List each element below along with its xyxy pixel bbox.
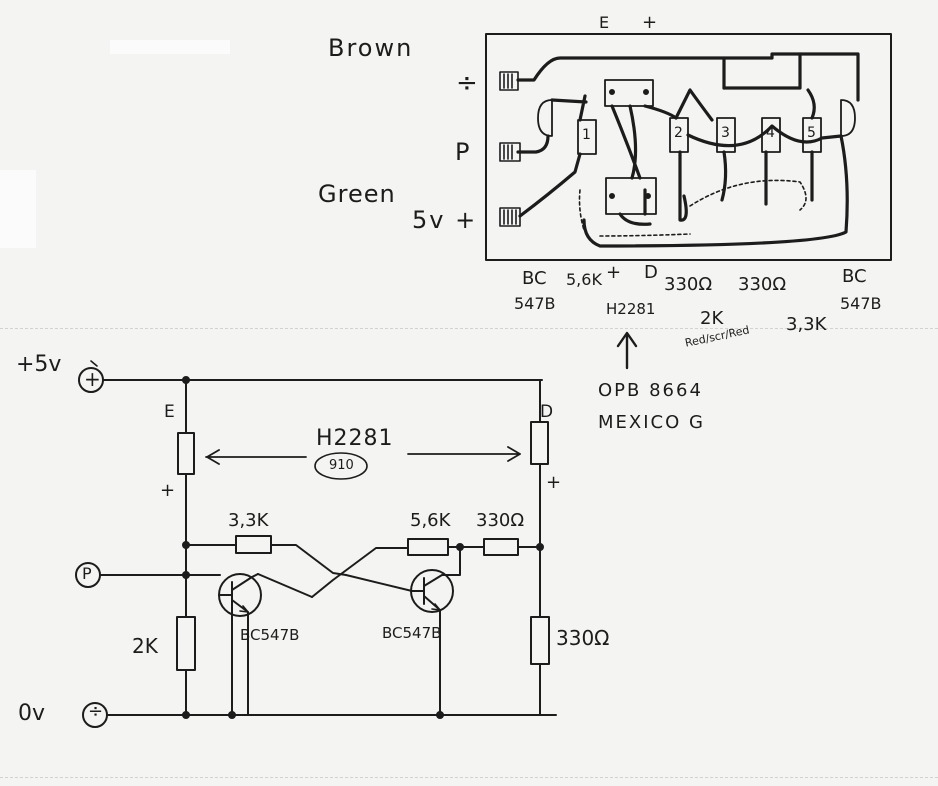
label-330-top: 330Ω (476, 510, 525, 531)
label-330-a: 330Ω (664, 274, 713, 295)
board-resistor-1 (577, 119, 597, 155)
label-2k: 2K (132, 634, 158, 658)
resistor-5k6 (407, 538, 449, 556)
note-opb8664: OPB 8664 (598, 380, 703, 401)
label-e: E (164, 402, 175, 422)
transistor-q1 (218, 573, 313, 716)
board-outline (485, 33, 892, 261)
label-e-plus: + (160, 480, 176, 501)
board-transistor-right (840, 99, 856, 137)
note-mexico: MEXICO G (598, 412, 705, 433)
label-board-e: E (599, 13, 610, 32)
label-supply: +5v (16, 352, 62, 377)
board-transistor-left (537, 99, 553, 137)
label-d-plus: + (546, 472, 562, 493)
label-330-b: 330Ω (738, 274, 787, 295)
label-d-below: D (644, 262, 658, 283)
board-resistor-3 (716, 117, 736, 153)
label-bc-left-2: 547B (514, 294, 556, 313)
board-jumpers (578, 179, 807, 237)
resistor-2k (176, 616, 196, 671)
detector-d (530, 421, 549, 465)
transistor-q2 (345, 569, 454, 716)
connector-pin-5v (499, 207, 521, 227)
ground-terminal-symbol: ÷ (88, 701, 104, 722)
label-bc-left-1: BC (522, 268, 547, 289)
board-resistor-5-label: 5 (807, 125, 816, 141)
board-resistor-2-label: 2 (674, 125, 683, 141)
label-5v-plus: 5v + (412, 206, 478, 234)
label-bc-right-2: 547B (840, 294, 882, 313)
resistor-330-right (530, 616, 550, 665)
label-d: D (540, 402, 554, 422)
label-330-right: 330Ω (556, 626, 610, 650)
label-sensor-code: 910 (329, 458, 354, 473)
board-resistor-1-label: 1 (582, 127, 591, 143)
label-ground: 0v (18, 701, 46, 726)
label-q2: BC547B (382, 624, 442, 642)
label-sensor-name: H2281 (316, 426, 394, 451)
label-q1: BC547B (240, 626, 300, 644)
label-bc-right-1: BC (842, 266, 867, 287)
resistor-3k3 (235, 535, 272, 554)
board-traces (516, 52, 860, 248)
resistor-330-top (483, 538, 519, 556)
label-3k3: 3,3K (228, 510, 269, 531)
double-arrow-icon (205, 446, 521, 465)
board-resistor-3-label: 3 (721, 125, 730, 141)
label-2k-board: 2K (700, 308, 724, 329)
label-minus: ÷ (456, 68, 478, 98)
connector-pin-minus (499, 71, 519, 91)
label-p: P (455, 138, 470, 166)
arrow-up-icon (616, 331, 638, 370)
emitter-led (177, 432, 195, 475)
label-board-plus: + (642, 12, 658, 33)
label-h2281-board: H2281 (606, 300, 656, 318)
label-green: Green (318, 180, 396, 208)
label-plus-below: + (606, 262, 622, 283)
label-5k6: 5,6K (566, 270, 602, 289)
supply-terminal-symbol: + (84, 367, 101, 391)
schematic (75, 360, 557, 728)
p-terminal-symbol: P (82, 564, 92, 583)
board-resistor-4-label: 4 (766, 125, 775, 141)
label-brown: Brown (328, 34, 414, 62)
board-sketch (485, 33, 892, 370)
label-5k6: 5,6K (410, 510, 451, 531)
sensor-code-oval (314, 452, 368, 480)
label-3k3-board: 3,3K (786, 314, 827, 335)
